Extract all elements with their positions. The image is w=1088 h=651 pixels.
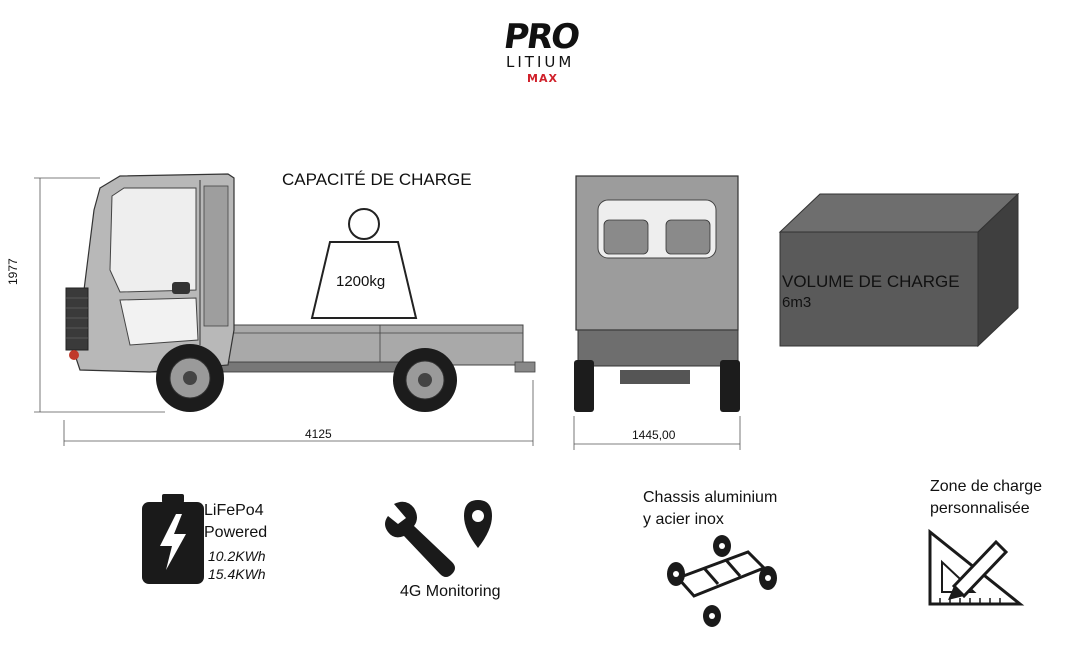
set-square-pencil-icon	[928, 528, 1025, 606]
battery-capacity-2: 15.4KWh	[208, 566, 266, 582]
rear-view-drawing	[573, 175, 741, 450]
length-dimension: 4125	[305, 427, 332, 441]
cargo-volume-value: 6m3	[782, 294, 812, 311]
brand-logo: PRO LITIUM MAX	[496, 17, 616, 90]
cargo-volume-label: VOLUME DE CHARGE	[782, 272, 960, 291]
cargo-zone-line1: Zone de charge	[930, 478, 1043, 495]
chassis-icon	[667, 535, 777, 627]
battery-powered-label: Powered	[204, 524, 268, 541]
load-capacity-title: CAPACITÉ DE CHARGE	[282, 170, 472, 189]
height-dimension: 1977	[6, 258, 20, 285]
side-view-drawing	[34, 173, 536, 446]
wrench-location-icon	[385, 500, 492, 577]
chassis-material-line1: Chassis aluminium	[643, 489, 778, 506]
weight-label: 1200kg	[336, 273, 386, 290]
battery-type-label: LiFePo4	[204, 502, 264, 519]
logo-litium: LITIUM	[506, 53, 575, 71]
monitoring-label: 4G Monitoring	[400, 583, 501, 600]
cargo-volume-cube	[778, 192, 1020, 348]
width-dimension: 1445,00	[632, 428, 676, 442]
battery-capacity-1: 10.2KWh	[208, 548, 266, 564]
chassis-material-line2: y acier inox	[643, 511, 724, 528]
cargo-zone-line2: personnalisée	[930, 500, 1030, 517]
logo-max: MAX	[527, 72, 558, 85]
battery-charging-icon	[142, 494, 204, 584]
